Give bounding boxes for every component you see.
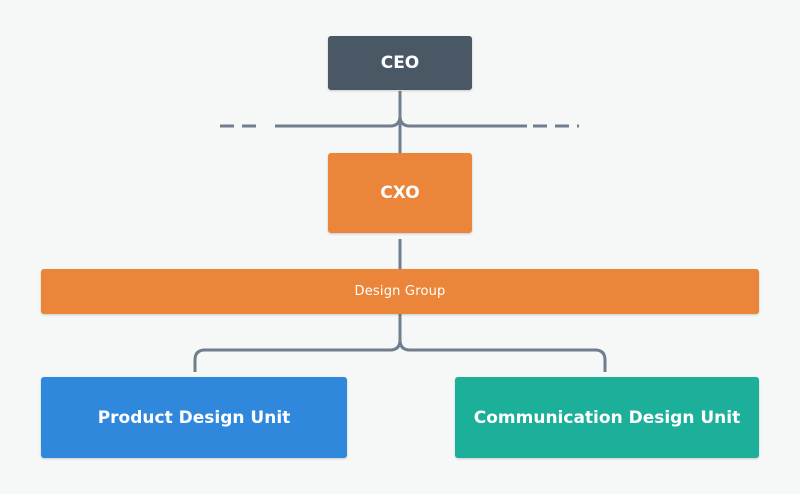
ceo-label: CEO	[380, 53, 420, 73]
group-to-units-bracket	[193, 314, 607, 372]
design-group-label: Design Group	[354, 284, 446, 299]
product-design-unit-label: Product Design Unit	[97, 407, 291, 428]
product-design-unit-box[interactable]: Product Design Unit	[41, 377, 347, 458]
cxo-label: CXO	[380, 183, 420, 203]
cxo-box[interactable]: CXO	[328, 153, 472, 233]
communication-design-unit-box[interactable]: Communication Design Unit	[455, 377, 759, 458]
ceo-box[interactable]: CEO	[328, 36, 472, 90]
design-group-box[interactable]: Design Group	[41, 269, 759, 314]
communication-design-unit-label: Communication Design Unit	[473, 407, 741, 428]
